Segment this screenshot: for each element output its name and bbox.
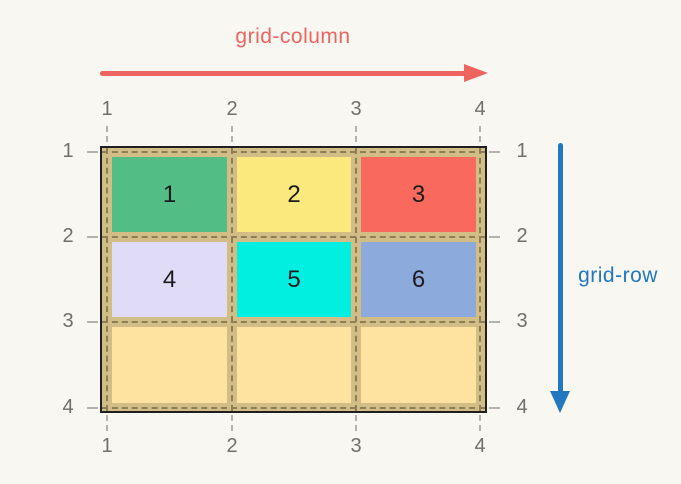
grid-cell-1: 1 (112, 157, 227, 232)
tick (355, 126, 357, 142)
column-line-number-bottom-1: 1 (101, 435, 113, 457)
column-line-number-top-2: 2 (226, 98, 238, 120)
column-line-number-bottom-4: 4 (474, 435, 486, 457)
cell-number: 4 (162, 265, 177, 293)
grid-line-horizontal (102, 407, 485, 409)
tick (106, 126, 108, 142)
grid-line-vertical (479, 148, 481, 411)
tick (106, 415, 108, 431)
tick (231, 126, 233, 142)
grid-line-horizontal (102, 321, 485, 323)
grid-line-vertical (355, 148, 357, 411)
column-line-number-bottom-2: 2 (226, 435, 238, 457)
grid-cell-3: 3 (361, 157, 476, 232)
grid-cell-6: 6 (361, 242, 476, 317)
grid-line-vertical (231, 148, 233, 411)
row-line-number-right-4: 4 (516, 396, 528, 418)
grid-line-horizontal (102, 236, 485, 238)
row-line-number-left-1: 1 (62, 140, 74, 162)
tick (231, 415, 233, 431)
grid-row-label: grid-row (578, 264, 658, 287)
grid-cell-4: 4 (112, 242, 227, 317)
tick (479, 415, 481, 431)
row-line-number-right-1: 1 (516, 140, 528, 162)
grid-line-vertical (106, 148, 108, 411)
cell-number: 3 (411, 180, 426, 208)
grid-cell-empty (361, 327, 476, 403)
column-line-number-top-4: 4 (474, 98, 486, 120)
row-line-number-right-2: 2 (516, 225, 528, 247)
grid-cell-5: 5 (237, 242, 351, 317)
cell-number: 2 (287, 180, 301, 208)
grid-cell-empty (237, 327, 351, 403)
tick (479, 126, 481, 142)
grid-cell-2: 2 (237, 157, 351, 232)
tick (87, 236, 98, 238)
column-line-number-top-3: 3 (350, 98, 362, 120)
cell-number: 6 (411, 265, 426, 293)
row-line-number-left-3: 3 (62, 310, 74, 332)
cell-number: 5 (287, 265, 301, 293)
column-line-number-bottom-3: 3 (350, 435, 362, 457)
cell-number: 1 (162, 180, 177, 208)
tick (489, 321, 500, 323)
grid-row-arrow (558, 143, 563, 393)
tick (489, 151, 500, 153)
column-line-number-top-1: 1 (101, 98, 113, 120)
grid-column-label: grid-column (235, 25, 351, 48)
tick (489, 407, 500, 409)
tick (355, 415, 357, 431)
tick (87, 321, 98, 323)
grid-row-arrowhead-icon (550, 391, 570, 413)
grid-container: 1 2 3 4 5 6 (100, 146, 487, 413)
tick (87, 407, 98, 409)
grid-column-arrow (100, 71, 466, 76)
row-line-number-left-4: 4 (62, 396, 74, 418)
tick (489, 236, 500, 238)
grid-line-horizontal (102, 151, 485, 153)
row-line-number-right-3: 3 (516, 310, 528, 332)
tick (87, 151, 98, 153)
grid-cell-empty (112, 327, 227, 403)
row-line-number-left-2: 2 (62, 225, 74, 247)
grid-column-arrowhead-icon (464, 64, 488, 82)
